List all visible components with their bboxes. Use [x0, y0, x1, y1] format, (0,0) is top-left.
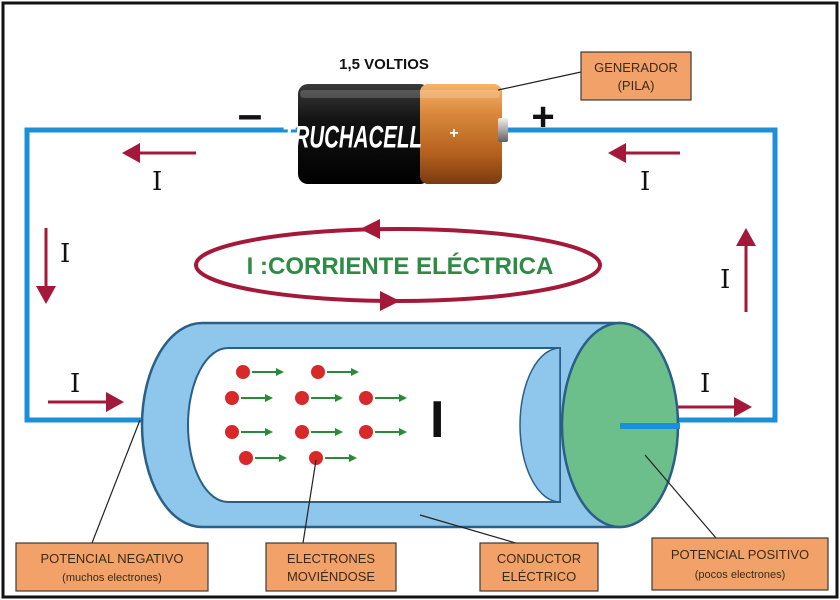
- battery-black-body: [298, 84, 430, 184]
- positive-potential-leader-line: [644, 454, 717, 539]
- electron: [225, 391, 273, 405]
- circuit-wire: [24, 127, 778, 423]
- current-loop-arrowhead-top: [360, 219, 380, 239]
- current-arrow-left-down: [36, 228, 56, 304]
- generator-callout-line1: GENERADOR: [594, 60, 678, 75]
- negative-terminal-sign: –: [238, 90, 262, 139]
- conductor-callout-box: [479, 542, 599, 592]
- negative-potential-callout-box: [15, 542, 209, 592]
- electrons-callout-box: [265, 542, 397, 592]
- current-arrow-right-up: [736, 228, 756, 312]
- positive-terminal-sign: +: [531, 95, 554, 139]
- electron: [295, 391, 343, 405]
- battery: TRUCHACELL +: [282, 84, 508, 184]
- cylinder-inner-wall-shade: [519, 347, 561, 503]
- current-label-left-in: I: [70, 369, 80, 399]
- electron: [311, 365, 359, 379]
- positive-potential-callout-line1: POTENCIAL POSITIVO: [671, 547, 809, 562]
- conductor-cylinder: [140, 321, 680, 529]
- current-arrow-right-out: [678, 397, 752, 417]
- battery-plus-mark: +: [449, 125, 458, 142]
- current-label-right-up: I: [720, 265, 730, 295]
- current-label-inside-conductor: I: [430, 391, 444, 449]
- current-label-top-left: I: [152, 167, 162, 197]
- electrons-leader-line: [302, 459, 317, 544]
- electron: [295, 425, 343, 439]
- negative-potential-leader-line: [91, 419, 141, 544]
- electrons-callout-line2: MOVIÉNDOSE: [287, 569, 375, 584]
- electrons-group: [225, 365, 407, 465]
- conductor-callout-line1: CONDUCTOR: [497, 551, 581, 566]
- electron: [239, 451, 287, 465]
- generator-callout-box: [580, 51, 692, 101]
- electron: [225, 425, 273, 439]
- generator-leader-line: [497, 71, 582, 91]
- battery-copper-body: [420, 84, 502, 184]
- generator-callout-line2: (PILA): [618, 78, 655, 93]
- current-arrow-top-right: [608, 143, 680, 163]
- negative-potential-callout-line1: POTENCIAL NEGATIVO: [40, 551, 183, 566]
- electron: [236, 365, 284, 379]
- positive-potential-callout-line2: (pocos electrones): [695, 569, 786, 581]
- battery-shine: [300, 90, 500, 98]
- current-label-center: I :CORRIENTE ELÉCTRICA: [247, 252, 554, 280]
- positive-potential-callout-box: [651, 537, 829, 591]
- current-label-right-out: I: [700, 369, 710, 399]
- electrons-callout-line1: ELECTRONES: [287, 551, 375, 566]
- electron: [359, 391, 407, 405]
- current-arrow-left-in: [48, 392, 124, 412]
- cylinder-hollow-interior: [187, 347, 561, 503]
- battery-positive-cap: [498, 118, 508, 142]
- current-label-top-right: I: [640, 167, 650, 197]
- current-label-left-down: I: [60, 239, 70, 269]
- voltage-label: 1,5 VOLTIOS: [339, 56, 429, 73]
- current-loop-arrowhead-bottom: [380, 291, 400, 311]
- current-arrow-top-left: [122, 143, 196, 163]
- conductor-callout-line2: ELÉCTRICO: [502, 569, 576, 584]
- negative-potential-callout-line2: (muchos electrones): [62, 572, 162, 584]
- electron: [359, 425, 407, 439]
- electron: [309, 451, 357, 465]
- battery-brand: TRUCHACELL: [282, 119, 422, 154]
